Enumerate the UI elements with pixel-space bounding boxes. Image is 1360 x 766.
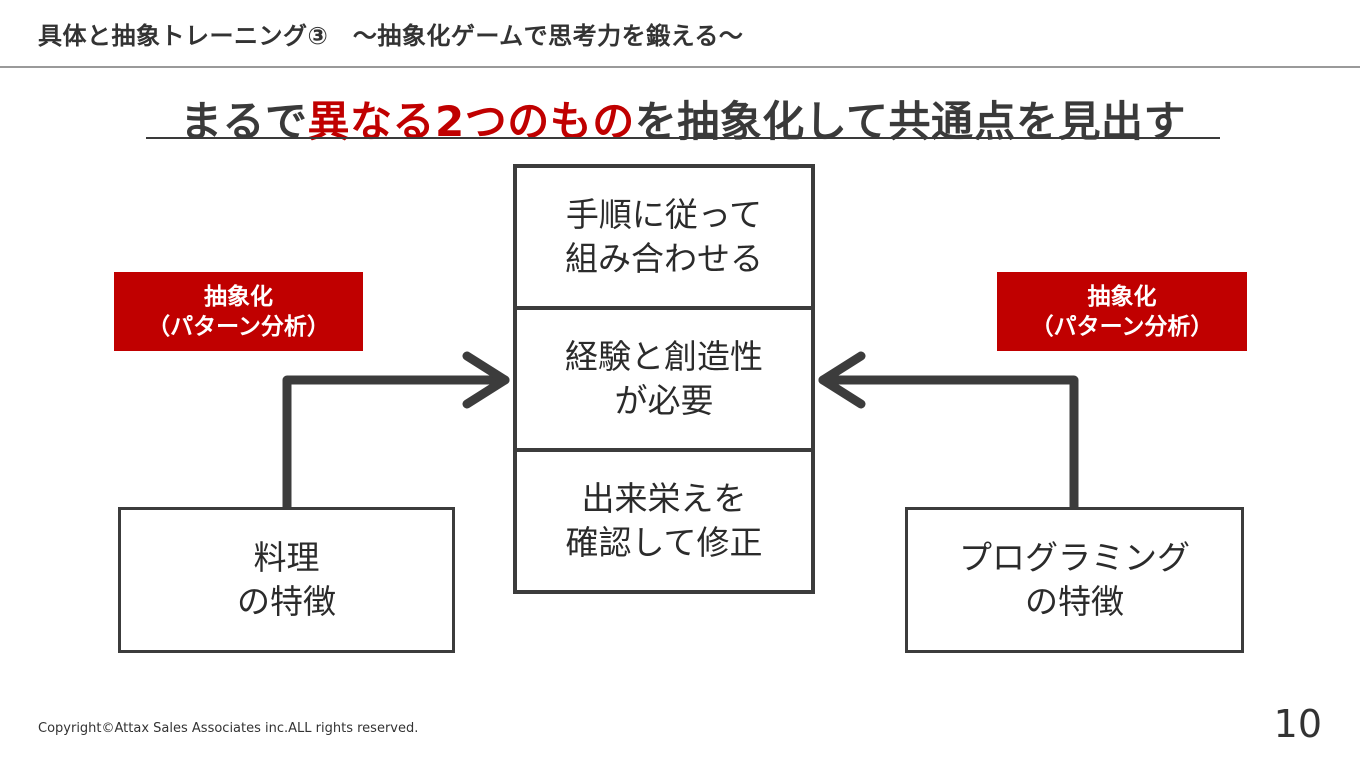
left-connector-line <box>282 375 510 512</box>
common-features-stack: 手順に従って 組み合わせる 経験と創造性 が必要 出来栄えを 確認して修正 <box>513 164 815 594</box>
badge-sublabel: （パターン分析） <box>1030 313 1214 340</box>
right-connector-line <box>818 375 1079 512</box>
programming-features-box: プログラミング の特徴 <box>905 507 1244 653</box>
common-feature-1: 手順に従って 組み合わせる <box>565 195 763 278</box>
abstraction-badge-left: 抽象化 （パターン分析） <box>114 272 363 351</box>
abstraction-badge-right: 抽象化 （パターン分析） <box>997 272 1247 351</box>
badge-sublabel: （パターン分析） <box>147 313 330 340</box>
right-arrowhead-icon <box>818 351 866 409</box>
badge-label: 抽象化 <box>1087 283 1157 310</box>
badge-label: 抽象化 <box>204 283 273 310</box>
common-feature-2: 経験と創造性 が必要 <box>517 306 811 448</box>
cooking-features-box: 料理 の特徴 <box>118 507 455 653</box>
slide-title: 具体と抽象トレーニング③ ～抽象化ゲームで思考力を鍛える～ <box>38 22 744 50</box>
common-feature-3: 出来栄えを 確認して修正 <box>517 448 811 590</box>
copyright-text: Copyright©Attax Sales Associates inc.ALL… <box>38 721 419 736</box>
page-number: 10 <box>1273 702 1322 746</box>
header-divider <box>0 66 1360 68</box>
headline-underline <box>146 137 1220 139</box>
left-arrowhead-icon <box>462 351 510 409</box>
